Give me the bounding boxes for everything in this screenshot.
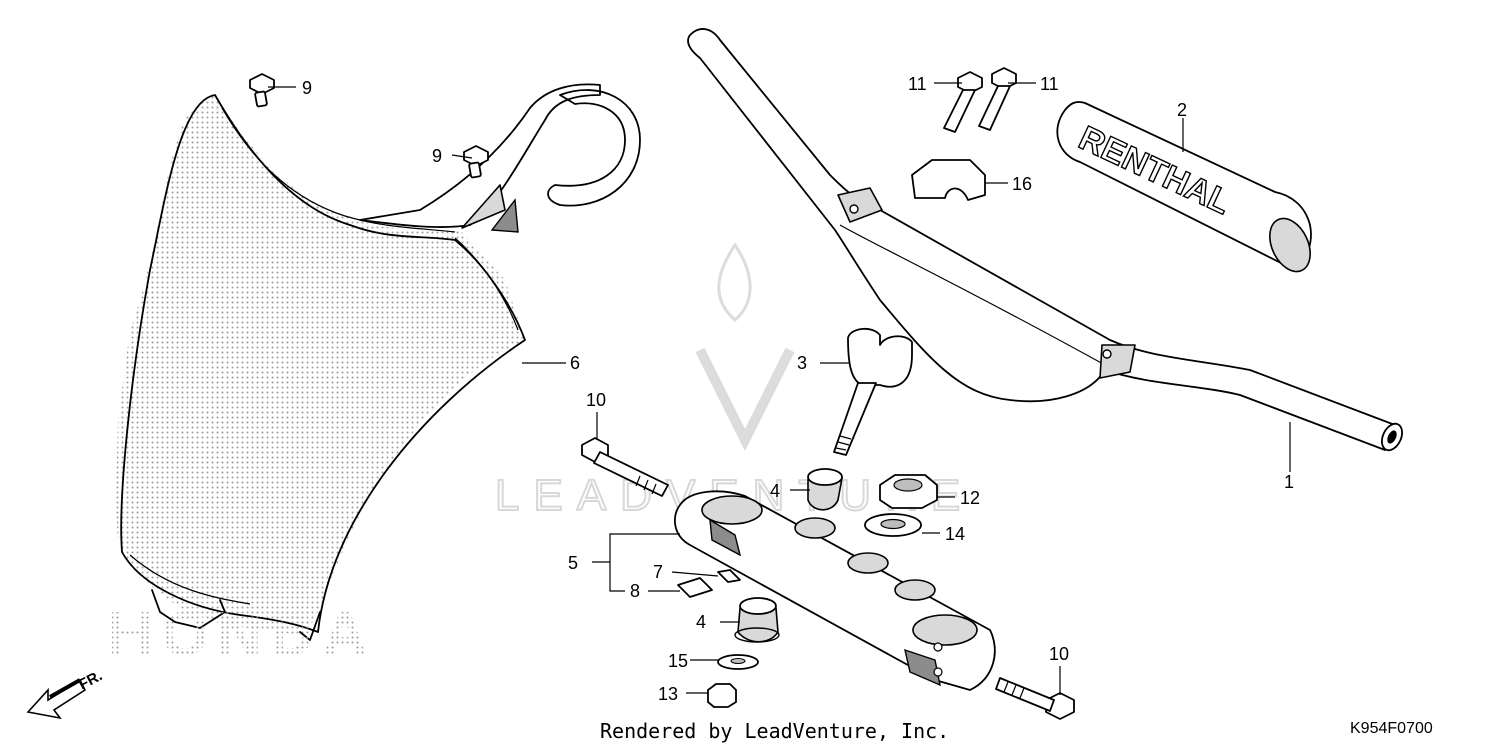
bolt-10-left	[581, 437, 669, 497]
callout-9-top: 9	[302, 78, 312, 98]
bolt-10-right	[995, 677, 1075, 720]
washer-14	[864, 513, 922, 537]
callout-9-mid: 9	[432, 146, 442, 166]
callout-14: 14	[945, 524, 965, 544]
callout-15: 15	[668, 651, 688, 671]
callout-4-bottom: 4	[696, 612, 706, 632]
bolt-11-right	[978, 67, 1017, 131]
front-direction-arrow: FR.	[26, 667, 105, 720]
callout-7: 7	[653, 562, 663, 582]
top-clamp	[674, 490, 996, 691]
leader-lines	[268, 82, 1291, 695]
clamp-cap	[911, 159, 986, 201]
handlebar	[687, 28, 1403, 452]
callout-3: 3	[797, 353, 807, 373]
callout-16: 16	[1012, 174, 1032, 194]
callout-numbers: 1 2 3 4 4 5 6 7 8 9 9 10 10 11 11 12 13 …	[302, 74, 1294, 704]
callout-2: 2	[1177, 100, 1187, 120]
nut-13	[707, 683, 737, 708]
rubber-collar-bottom	[734, 597, 780, 643]
callout-5: 5	[568, 553, 578, 573]
callout-13: 13	[658, 684, 678, 704]
bolt-9-top	[249, 73, 275, 108]
bolt-11-left	[943, 71, 983, 133]
callout-10-left: 10	[586, 390, 606, 410]
callout-6: 6	[570, 353, 580, 373]
nut-12	[879, 474, 938, 509]
washer-15	[717, 654, 759, 670]
diagram-code: K954F0700	[1350, 720, 1433, 737]
plate-7	[717, 569, 741, 583]
callout-4-top: 4	[770, 481, 780, 501]
callout-1: 1	[1284, 472, 1294, 492]
rubber-collar-top	[807, 468, 843, 511]
callout-8: 8	[630, 581, 640, 601]
callout-11-right: 11	[1040, 74, 1059, 94]
callout-11-left: 11	[908, 74, 927, 94]
credit-text: Rendered by LeadVenture, Inc.	[600, 719, 949, 743]
handlebar-riser	[833, 328, 913, 456]
bolt-9-mid	[463, 145, 489, 179]
plate-8	[677, 577, 713, 598]
honda-brand-text: HONDA	[108, 600, 375, 669]
handlebar-pad: RENTHAL	[1056, 101, 1312, 273]
number-plate: HONDA	[108, 83, 641, 669]
callout-10-right: 10	[1049, 644, 1069, 664]
callout-12: 12	[960, 488, 980, 508]
